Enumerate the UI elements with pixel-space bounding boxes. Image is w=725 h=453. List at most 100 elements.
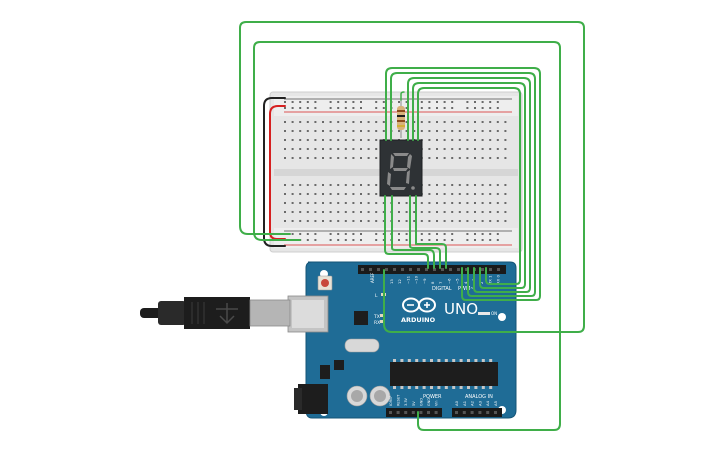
breadboard-hole[interactable] — [481, 157, 484, 159]
breadboard-hole[interactable] — [443, 130, 446, 132]
breadboard-hole[interactable] — [474, 101, 476, 103]
breadboard-hole[interactable] — [291, 121, 294, 123]
breadboard-hole[interactable] — [420, 202, 423, 204]
wire-red-power[interactable] — [269, 105, 286, 240]
breadboard-hole[interactable] — [314, 157, 317, 159]
breadboard-hole[interactable] — [360, 139, 362, 141]
breadboard-hole[interactable] — [344, 130, 347, 132]
breadboard-hole[interactable] — [299, 101, 302, 103]
breadboard-hole[interactable] — [405, 239, 408, 241]
breadboard-hole[interactable] — [375, 101, 378, 103]
header-pin[interactable] — [481, 268, 484, 271]
breadboard-hole[interactable] — [337, 193, 340, 195]
breadboard-hole[interactable] — [306, 101, 309, 103]
breadboard-hole[interactable] — [443, 193, 446, 195]
breadboard-hole[interactable] — [360, 220, 362, 222]
breadboard-hole[interactable] — [329, 121, 332, 123]
breadboard-hole[interactable] — [496, 148, 499, 150]
breadboard-hole[interactable] — [443, 157, 446, 159]
header-pin[interactable] — [486, 411, 490, 414]
breadboard-hole[interactable] — [375, 211, 378, 213]
breadboard-hole[interactable] — [466, 148, 469, 150]
breadboard-hole[interactable] — [382, 130, 385, 132]
header-pin[interactable] — [449, 268, 452, 271]
breadboard-hole[interactable] — [413, 202, 416, 204]
breadboard-hole[interactable] — [329, 202, 332, 204]
breadboard-hole[interactable] — [466, 220, 469, 222]
breadboard-hole[interactable] — [398, 220, 400, 222]
breadboard-hole[interactable] — [474, 239, 476, 241]
breadboard-hole[interactable] — [504, 121, 507, 123]
breadboard-hole[interactable] — [443, 184, 446, 186]
breadboard-hole[interactable] — [329, 130, 332, 132]
header-pin[interactable] — [417, 268, 420, 271]
header-pin[interactable] — [497, 268, 500, 271]
breadboard-hole[interactable] — [405, 121, 408, 123]
breadboard-hole[interactable] — [375, 157, 378, 159]
wires[interactable] — [239, 21, 585, 431]
breadboard-hole[interactable] — [382, 121, 385, 123]
breadboard-hole[interactable] — [496, 202, 499, 204]
header-pin[interactable] — [494, 411, 497, 414]
breadboard-hole[interactable] — [458, 184, 461, 186]
breadboard-hole[interactable] — [443, 202, 446, 204]
breadboard-hole[interactable] — [474, 233, 476, 235]
breadboard-hole[interactable] — [466, 101, 469, 103]
breadboard-hole[interactable] — [344, 121, 347, 123]
breadboard-hole[interactable] — [375, 233, 378, 235]
breadboard-hole[interactable] — [314, 202, 317, 204]
breadboard-hole[interactable] — [367, 220, 370, 222]
header-pin[interactable] — [396, 411, 400, 414]
breadboard-hole[interactable] — [306, 130, 309, 132]
breadboard-hole[interactable] — [451, 211, 454, 213]
breadboard-hole[interactable] — [458, 157, 461, 159]
breadboard-hole[interactable] — [284, 101, 286, 103]
breadboard-hole[interactable] — [299, 107, 302, 109]
wire-green-5v-loop[interactable] — [253, 41, 561, 431]
breadboard-hole[interactable] — [291, 101, 294, 103]
breadboard-hole[interactable] — [367, 157, 370, 159]
wire-green-seg[interactable] — [415, 195, 447, 269]
breadboard-hole[interactable] — [474, 121, 476, 123]
breadboard-hole[interactable] — [481, 121, 484, 123]
usb-b-cable-icon[interactable] — [140, 297, 291, 329]
breadboard-hole[interactable] — [306, 157, 309, 159]
breadboard-hole[interactable] — [474, 193, 476, 195]
breadboard-hole[interactable] — [474, 148, 476, 150]
breadboard-hole[interactable] — [398, 211, 400, 213]
breadboard-hole[interactable] — [420, 121, 423, 123]
breadboard-hole[interactable] — [291, 184, 294, 186]
breadboard-hole[interactable] — [496, 139, 499, 141]
breadboard-hole[interactable] — [481, 193, 484, 195]
breadboard-hole[interactable] — [458, 211, 461, 213]
reset-button-icon[interactable] — [317, 275, 333, 291]
header-pin[interactable] — [385, 268, 388, 271]
breadboard-hole[interactable] — [451, 101, 454, 103]
breadboard-hole[interactable] — [481, 220, 484, 222]
breadboard-hole[interactable] — [337, 184, 340, 186]
breadboard-hole[interactable] — [458, 193, 461, 195]
breadboard-hole[interactable] — [329, 107, 332, 109]
breadboard-hole[interactable] — [458, 121, 461, 123]
breadboard-hole[interactable] — [322, 202, 324, 204]
breadboard-hole[interactable] — [314, 101, 317, 103]
breadboard-hole[interactable] — [405, 220, 408, 222]
breadboard-hole[interactable] — [299, 184, 302, 186]
breadboard-hole[interactable] — [436, 139, 438, 141]
breadboard-hole[interactable] — [489, 233, 492, 235]
breadboard-hole[interactable] — [360, 148, 362, 150]
breadboard-hole[interactable] — [375, 184, 378, 186]
breadboard-hole[interactable] — [299, 211, 302, 213]
breadboard-hole[interactable] — [367, 184, 370, 186]
breadboard-hole[interactable] — [344, 193, 347, 195]
breadboard-hole[interactable] — [451, 184, 454, 186]
breadboard-hole[interactable] — [375, 107, 378, 109]
breadboard-hole[interactable] — [322, 157, 324, 159]
header-pin[interactable] — [404, 411, 408, 414]
resistor-icon[interactable] — [397, 100, 405, 138]
breadboard-hole[interactable] — [504, 193, 507, 195]
breadboard-hole[interactable] — [306, 202, 309, 204]
breadboard-hole[interactable] — [299, 157, 302, 159]
breadboard-hole[interactable] — [344, 211, 347, 213]
